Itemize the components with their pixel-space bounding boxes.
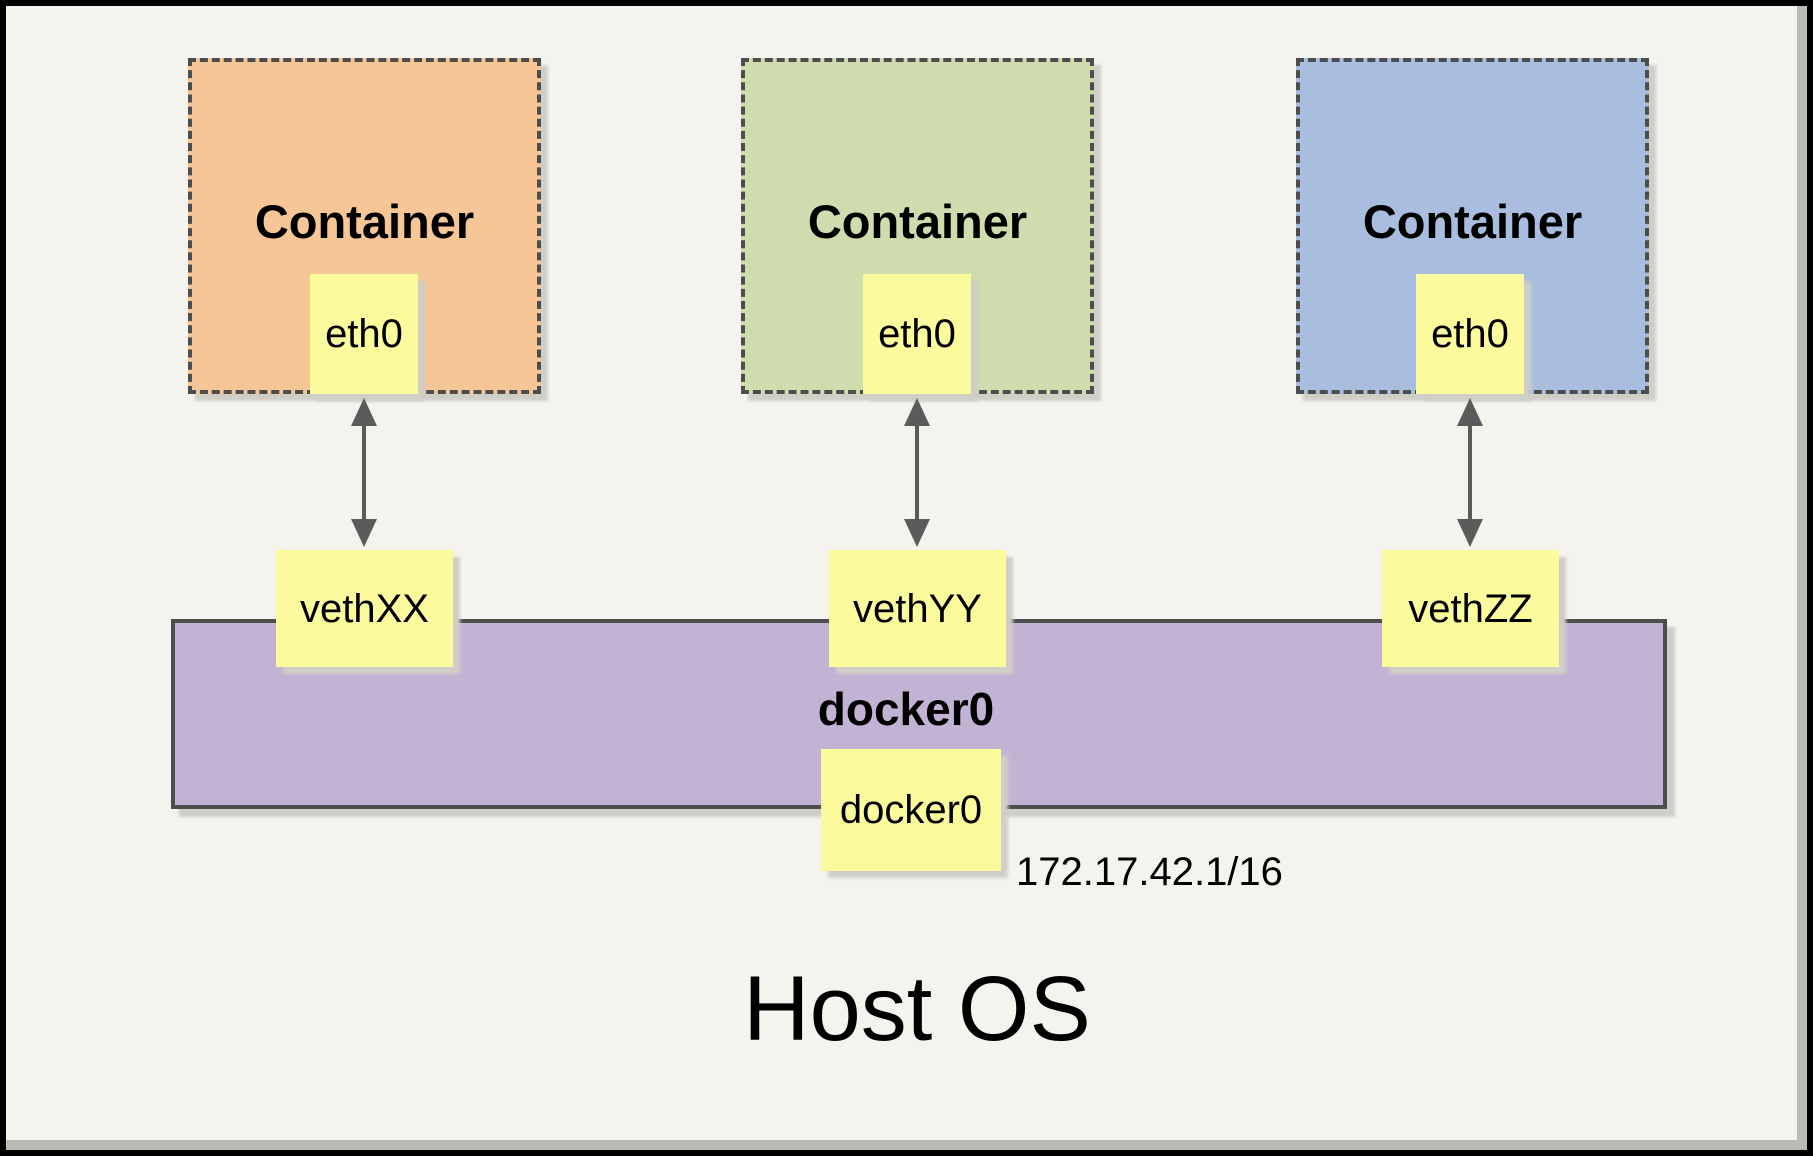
connection-arrow-3 xyxy=(1457,398,1483,547)
arrowhead-down-icon xyxy=(1457,519,1483,547)
docker0-interface-box: docker0 xyxy=(821,749,1001,871)
arrow-stem xyxy=(362,420,366,525)
docker0-bridge-label: docker0 xyxy=(817,683,995,735)
docker0-interface-label: docker0 xyxy=(839,788,983,832)
connection-arrow-2 xyxy=(904,398,930,547)
connection-arrow-1 xyxy=(351,398,377,547)
veth-label-2: vethYY xyxy=(853,586,982,631)
arrowhead-down-icon xyxy=(904,519,930,547)
veth-box-2: vethYY xyxy=(829,550,1006,667)
eth0-label-2: eth0 xyxy=(878,312,956,356)
eth0-label-1: eth0 xyxy=(325,312,403,356)
veth-label-1: vethXX xyxy=(300,586,429,631)
eth0-box-1: eth0 xyxy=(310,274,418,394)
bridge-ip-label: 172.17.42.1/16 xyxy=(1016,850,1283,894)
arrow-stem xyxy=(1468,420,1472,525)
container-title-3: Container xyxy=(1362,195,1583,248)
arrowhead-down-icon xyxy=(351,519,377,547)
eth0-box-2: eth0 xyxy=(863,274,971,394)
host-os-label: Host OS xyxy=(743,958,1091,1060)
eth0-label-3: eth0 xyxy=(1431,312,1509,356)
eth0-box-3: eth0 xyxy=(1416,274,1524,394)
veth-label-3: vethZZ xyxy=(1408,586,1533,631)
container-title-1: Container xyxy=(254,195,475,248)
container-title-2: Container xyxy=(807,195,1028,248)
veth-box-1: vethXX xyxy=(276,550,453,667)
veth-box-3: vethZZ xyxy=(1382,550,1559,667)
arrow-stem xyxy=(915,420,919,525)
